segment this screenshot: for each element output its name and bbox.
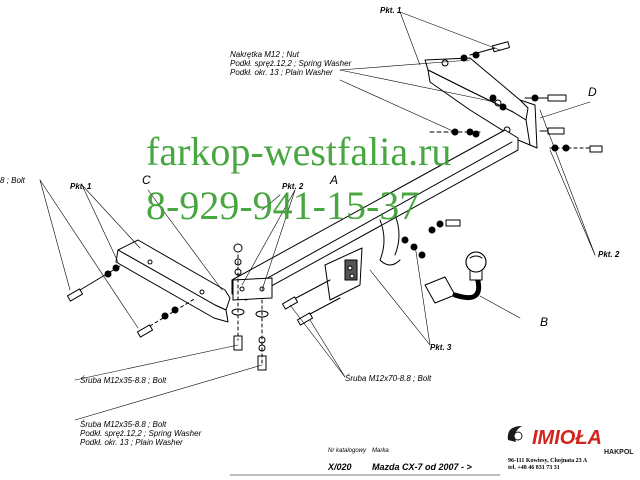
- nut-label-3: Podkł. okr. 13 ; Plain Washer: [230, 68, 333, 77]
- left-bracket: [115, 239, 231, 323]
- right-bolts: [429, 41, 603, 153]
- nut-label-1: Nakrętka M12 ; Nut: [230, 50, 299, 59]
- catalog-label: Nr katalogowy: [328, 448, 367, 454]
- pkt2-center-label: Pkt. 2: [282, 182, 304, 191]
- nut-label-2: Podkł. spręż.12,2 ; Spring Washer: [230, 59, 352, 68]
- leader-lines: [39, 11, 596, 421]
- left-bolts: [66, 264, 341, 338]
- pkt1-top-label: Pkt. 1: [380, 6, 402, 15]
- address-line: 96-111 Kowiesy, Chojnata 23 A: [508, 458, 588, 464]
- pkt2-right-label: Pkt. 2: [598, 250, 620, 259]
- letter-b: B: [540, 315, 549, 329]
- bolt-left-label: 8 ; Bolt: [0, 176, 25, 185]
- bolt-block-1: Śruba M12x35-8.8 ; Bolt: [80, 420, 167, 429]
- bolt-m12x35-label: Śruba M12x35-8.8 ; Bolt: [80, 376, 167, 385]
- brand-value: Mazda CX-7 od 2007 - >: [372, 462, 472, 472]
- pkt3-label: Pkt. 3: [430, 343, 452, 352]
- bolt-block-3: Podkł. okr. 13 ; Plain Washer: [80, 438, 183, 447]
- company-address: 96-111 Kowiesy, Chojnata 23 A tel. +48 4…: [508, 458, 587, 472]
- logo-sub: HAKPOL: [604, 449, 634, 456]
- ball-hitch: [424, 251, 487, 304]
- letter-c: C: [142, 173, 151, 187]
- center-plate: [324, 214, 461, 301]
- catalog-value: X/020: [328, 462, 352, 472]
- letter-d: D: [588, 85, 597, 99]
- letter-a: A: [330, 173, 339, 187]
- bolt-m12x70-label: Śruba M12x70-8.8 ; Bolt: [345, 374, 432, 383]
- logo-ball: [513, 431, 523, 441]
- watermark-phone: 8-929-941-15-37: [146, 183, 420, 228]
- phone-line: tel. +48 46 831 73 31: [508, 465, 560, 471]
- imiola-logo: IMIOŁA HAKPOL: [507, 426, 634, 456]
- pkt1-left-label: Pkt. 1: [70, 182, 92, 191]
- brand-label: Marka: [372, 448, 389, 454]
- watermark-site: farkop-westfalia.ru: [146, 129, 452, 174]
- bolt-block-2: Podkł. spręż.12,2 ; Spring Washer: [80, 429, 202, 438]
- logo-text: IMIOŁA: [532, 427, 602, 449]
